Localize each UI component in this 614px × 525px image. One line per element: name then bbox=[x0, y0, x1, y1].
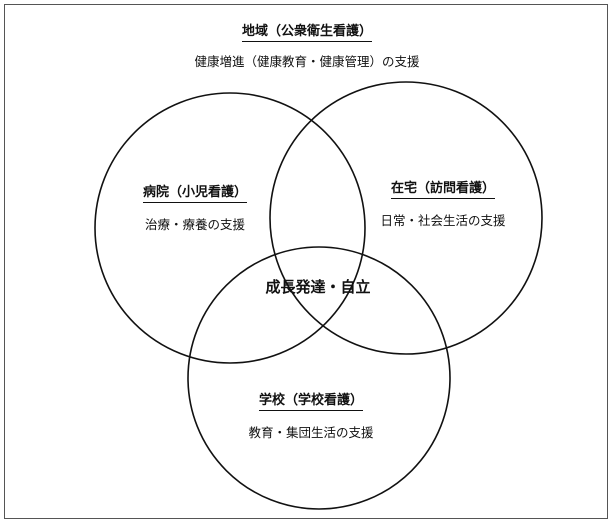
hospital-circle bbox=[94, 92, 366, 364]
home-circle bbox=[269, 81, 543, 355]
community-title: 地域（公衆衛生看護） bbox=[241, 20, 373, 42]
community-description: 健康増進（健康教育・健康管理）の支援 bbox=[194, 54, 420, 69]
school-circle bbox=[187, 246, 451, 510]
school-title: 学校（学校看護） bbox=[258, 389, 364, 411]
center-label: 成長発達・自立 bbox=[265, 278, 371, 296]
hospital-title: 病院（小児看護） bbox=[142, 181, 248, 203]
home-description: 日常・社会生活の支援 bbox=[380, 213, 506, 228]
hospital-description: 治療・療養の支援 bbox=[144, 217, 246, 232]
school-description: 教育・集団生活の支援 bbox=[248, 425, 374, 440]
diagram-frame bbox=[4, 4, 608, 519]
home-title: 在宅（訪問看護） bbox=[390, 177, 496, 199]
